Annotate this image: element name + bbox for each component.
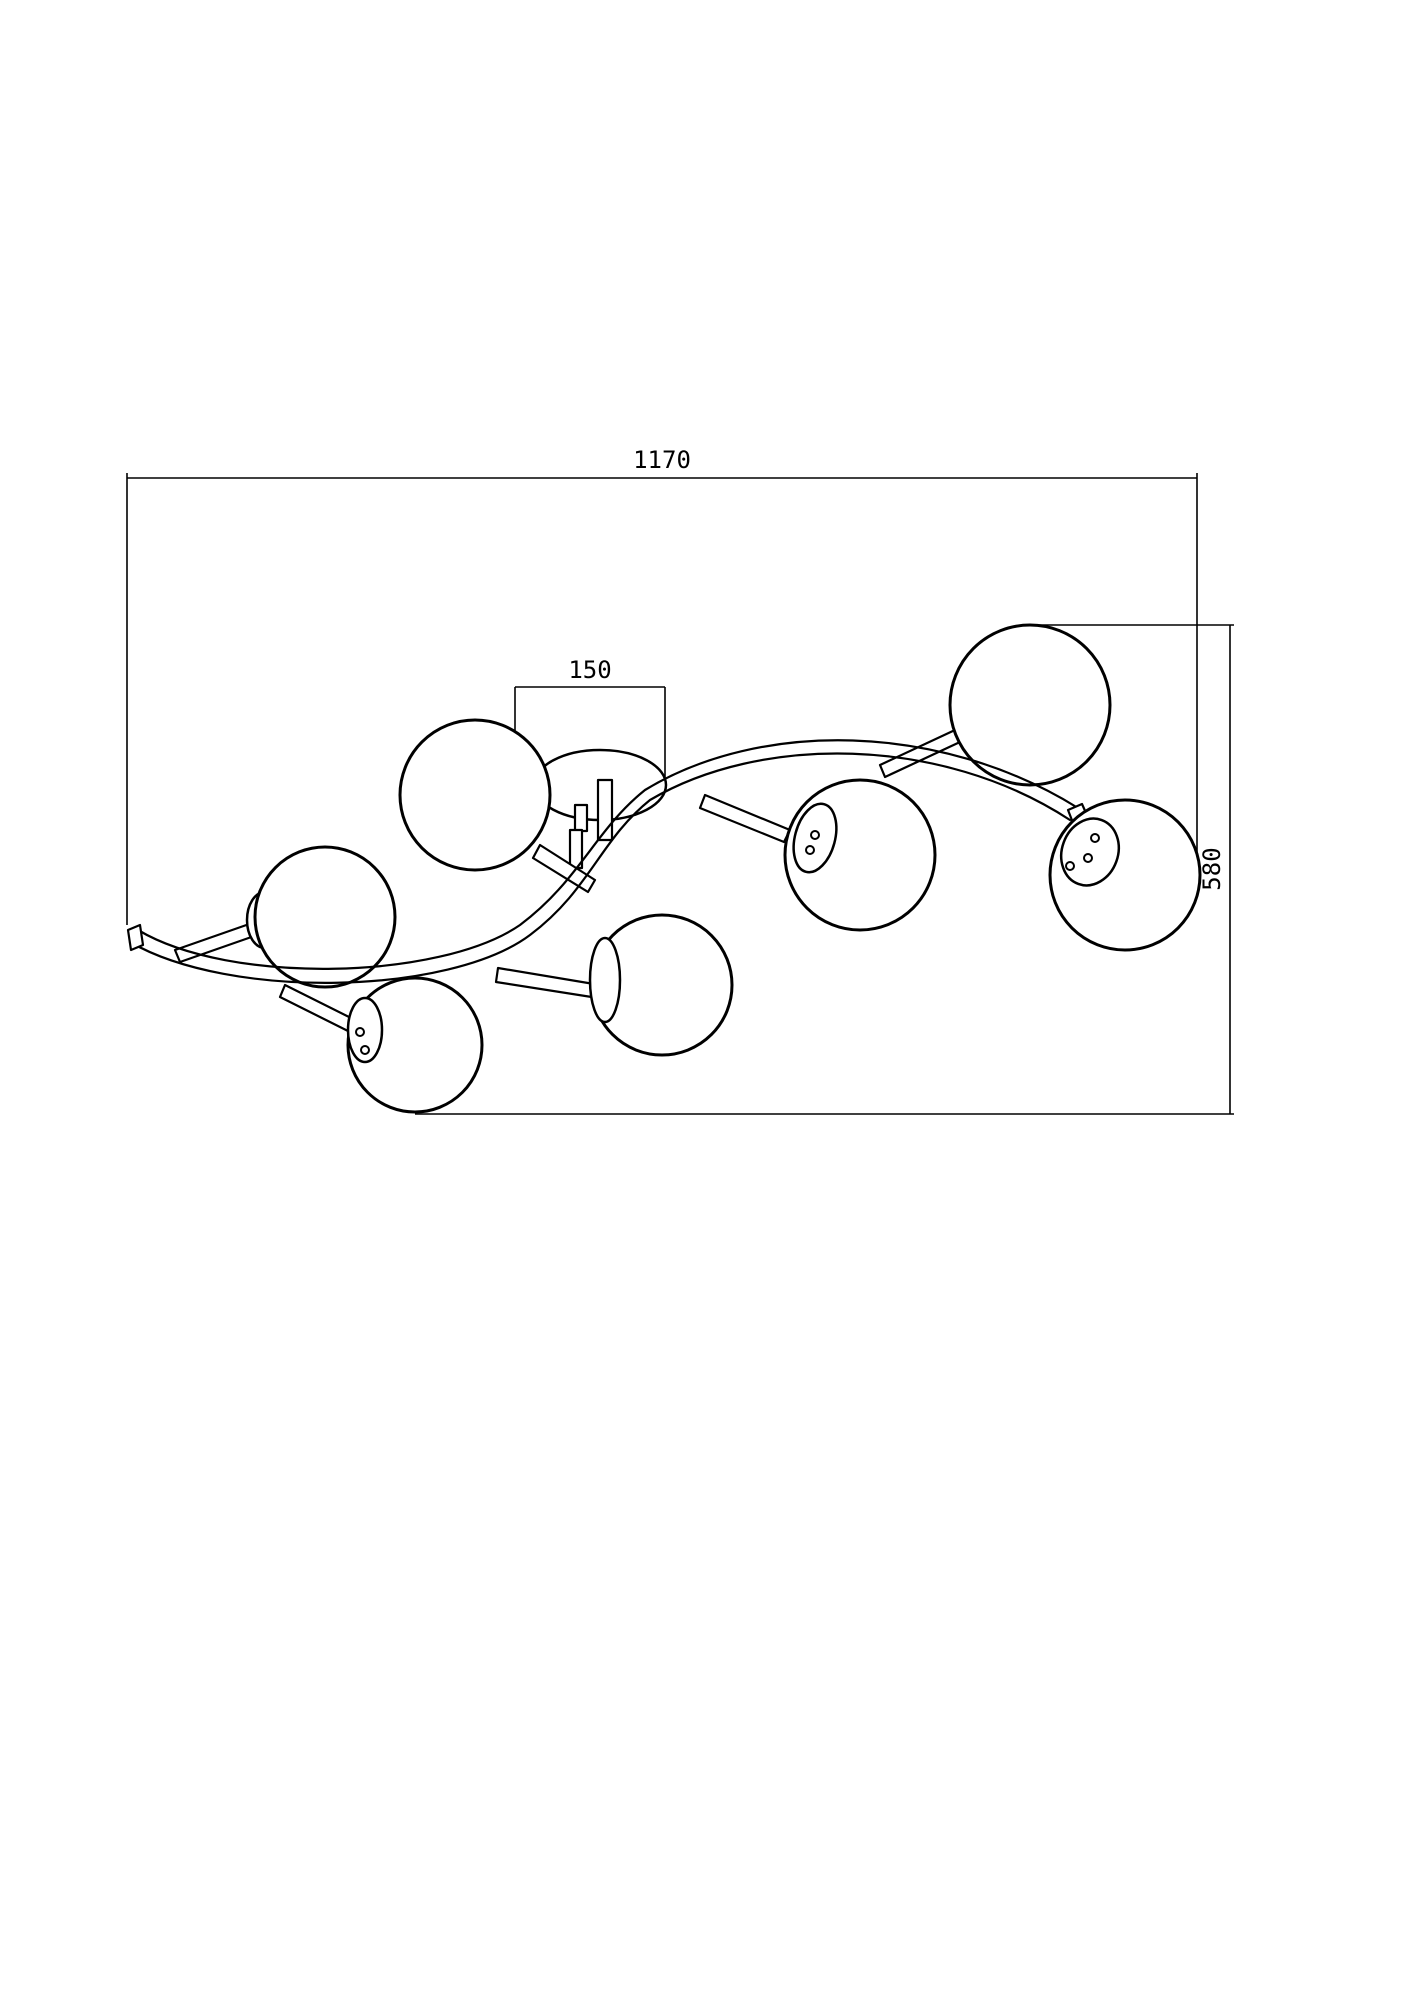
- front-arms: [278, 793, 792, 1034]
- globe-top-center: [398, 718, 552, 872]
- holder-bottom-center: [588, 936, 622, 1024]
- globe-bottom-left: [346, 976, 484, 1114]
- width-dimension: 1170: [126, 446, 1198, 925]
- screw-dot: [805, 845, 815, 855]
- canopy-dimension-label: 150: [568, 656, 611, 684]
- globe-left: [253, 845, 397, 989]
- screw-dot: [1083, 853, 1093, 863]
- frame-inner-edge: [136, 739, 1080, 970]
- screw-dot: [1090, 833, 1100, 843]
- canopy-screw: [573, 803, 589, 833]
- ceiling-canopy: [532, 748, 668, 870]
- curved-frame: [126, 739, 1092, 984]
- frame-outer-edge: [128, 752, 1072, 984]
- screw-dot: [1065, 861, 1075, 871]
- screw-dot: [810, 830, 820, 840]
- canopy-stem: [596, 778, 614, 842]
- screw-dot: [360, 1045, 370, 1055]
- globe-top-right: [948, 623, 1112, 787]
- frame-end-left: [126, 923, 145, 952]
- screw-dot: [355, 1027, 365, 1037]
- arm-center-lower: [494, 966, 602, 1000]
- height-dimension-label: 580: [1198, 847, 1226, 890]
- holder-bottom-right: [1059, 817, 1121, 887]
- upper-globes: [245, 623, 1112, 989]
- arm-left-lower: [278, 983, 357, 1034]
- holder-bottom-left: [346, 996, 384, 1064]
- width-dimension-label: 1170: [633, 446, 691, 474]
- height-dimension: 580: [415, 624, 1234, 1115]
- arm-center-right: [698, 793, 792, 844]
- lower-globes: [346, 778, 1202, 1114]
